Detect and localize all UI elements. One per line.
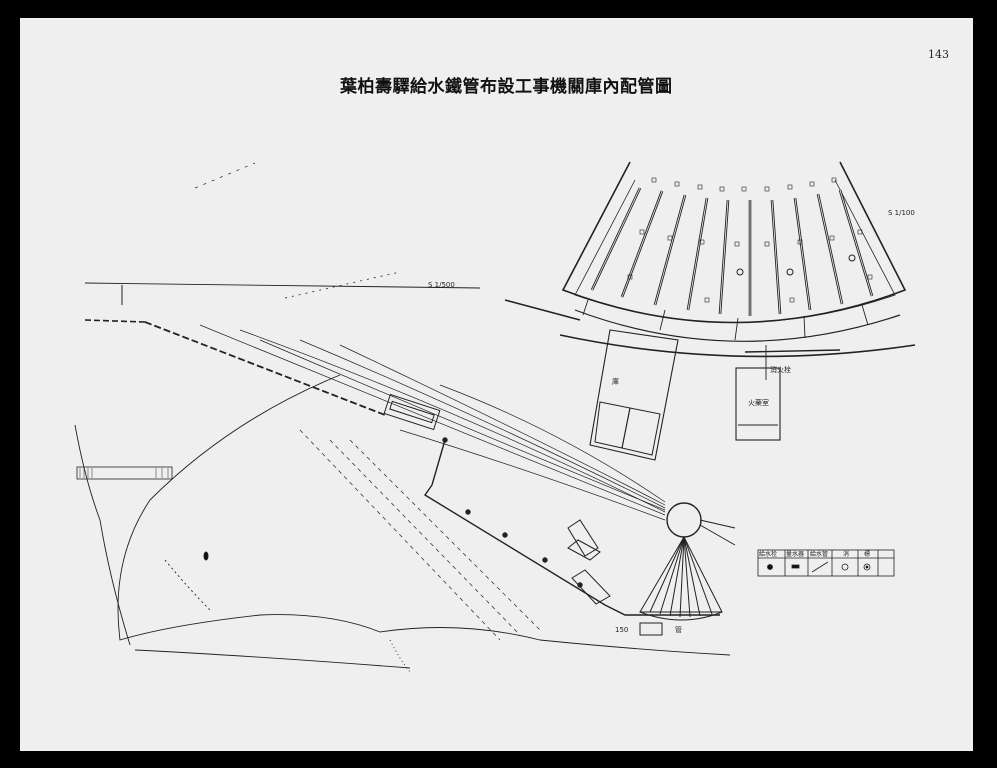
well-mark bbox=[203, 551, 209, 561]
embankment bbox=[74, 374, 731, 673]
pipe-note: 管 bbox=[675, 625, 682, 634]
track-lines bbox=[199, 324, 666, 641]
hydrant-label: 消火栓 bbox=[770, 365, 791, 374]
spur-pipe bbox=[744, 349, 841, 353]
legend-header-hydrant: 給水栓 bbox=[759, 550, 777, 558]
legend-header-fire: 消 bbox=[843, 550, 849, 558]
small-buildings bbox=[567, 519, 663, 636]
drawing-sheet bbox=[20, 18, 973, 751]
roundhouse-scale-label: S 1/100 bbox=[888, 209, 915, 217]
drawing-title: 葉柏壽驛給水鐵管布設工事機關庫內配管圖 bbox=[340, 77, 673, 97]
platform bbox=[76, 466, 173, 480]
platform-hatch bbox=[79, 468, 169, 478]
magazine-building bbox=[735, 367, 781, 441]
roundhouse bbox=[504, 161, 916, 358]
survey-line bbox=[84, 162, 481, 299]
page-number: 143 bbox=[928, 48, 949, 61]
yard-building bbox=[383, 393, 441, 431]
annex-label: 庫 bbox=[612, 377, 619, 386]
branch-pipe bbox=[423, 437, 720, 616]
magazine-label: 火藥室 bbox=[748, 398, 769, 407]
main-supply-pipe bbox=[84, 285, 386, 416]
scale-label-top: S 1/500 bbox=[428, 281, 455, 289]
legend-table bbox=[757, 549, 895, 577]
annex-building bbox=[589, 329, 679, 461]
dimension-150: 150 bbox=[615, 626, 628, 634]
legend-header-mark: 標 bbox=[864, 550, 870, 558]
turntable bbox=[639, 502, 736, 621]
legend-header-pipe: 給水管 bbox=[810, 550, 828, 558]
legend-header-meter: 量水器 bbox=[786, 550, 804, 558]
